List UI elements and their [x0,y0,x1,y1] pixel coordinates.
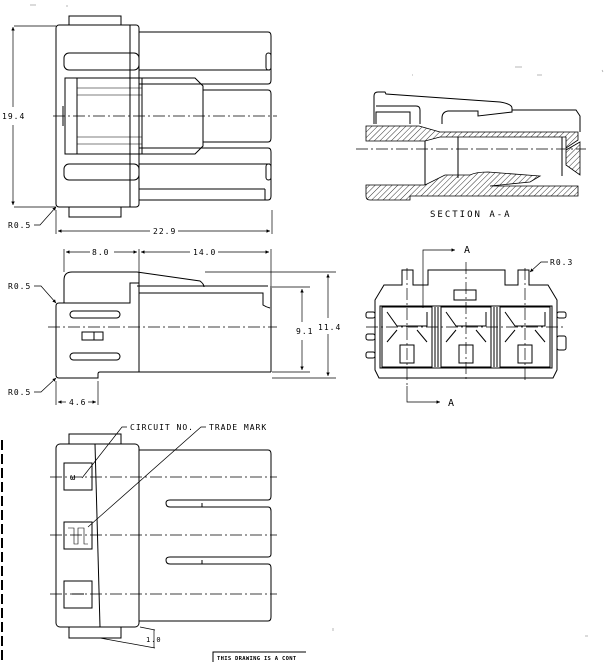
bottom-view: ω CIRCUIT NO. TRADE MARK 1.0 [1,423,277,662]
circuit-number-box [63,462,93,491]
radius-label: R0.5 [8,221,31,230]
section-marker-top: A [464,245,471,256]
note-text: THIS DRAWING IS A CONT [217,656,297,662]
front-view: A A R0.3 [365,245,573,409]
trademark-box [63,521,93,550]
circuit-no-label: CIRCUIT NO. [130,423,194,432]
dim-14-0: 14.0 [193,248,216,257]
section-marker-bottom: A [448,398,455,409]
radius-bottom-label: R0.5 [8,388,31,397]
dim-11-4: 11.4 [318,323,341,332]
dim-height-19-4: 19.4 [2,112,25,121]
section-title: SECTION A-A [430,210,512,220]
dim-9-1: 9.1 [296,327,313,336]
circuit-number-mark: ω [70,473,76,483]
dim-8-0: 8.0 [92,248,109,257]
side-view: 8.0 14.0 9.1 11.4 4.6 R0.5 R0.5 [8,248,341,407]
dim-1-0: 1.0 [146,636,162,644]
speckles [30,4,604,637]
top-view: 19.4 22.9 R0.5 [2,15,277,236]
radius-r0-3: R0.3 [550,258,573,267]
trademark-logo [68,527,88,545]
section-view: SECTION A-A [356,91,586,220]
dim-length-22-9: 22.9 [153,227,176,236]
note-box: THIS DRAWING IS A CONT [212,651,306,662]
dim-4-6: 4.6 [69,398,86,407]
radius-top-label: R0.5 [8,282,31,291]
trade-mark-label: TRADE MARK [209,423,267,432]
